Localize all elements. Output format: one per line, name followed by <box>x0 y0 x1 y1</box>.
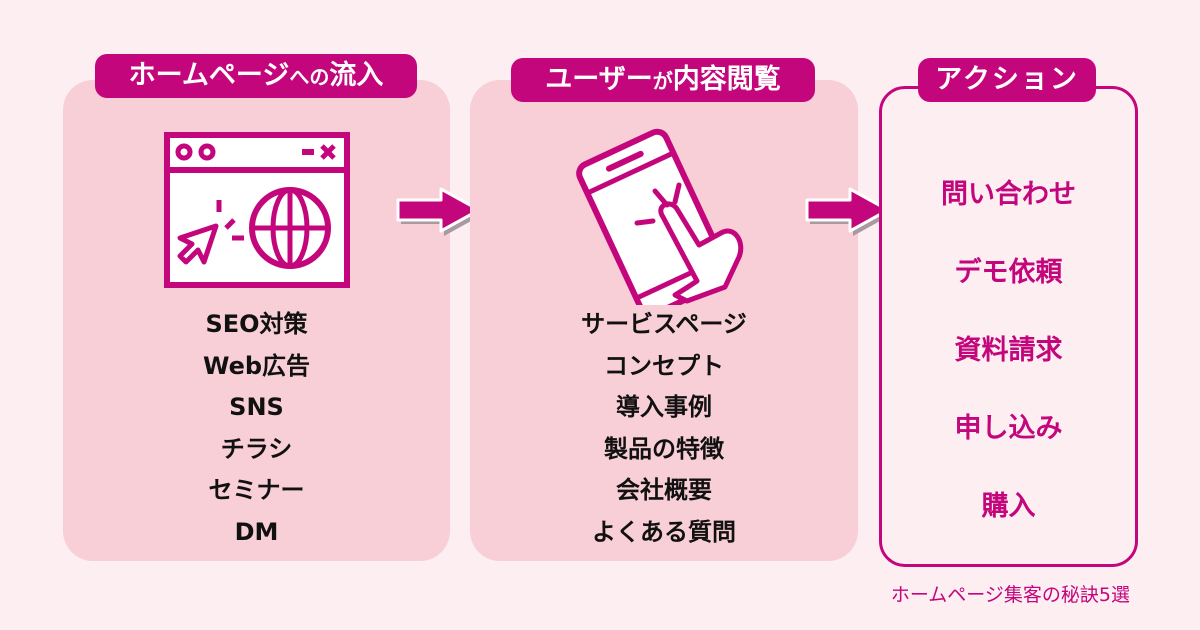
step-label-inflow: ホームページへの流入 <box>95 54 417 98</box>
list-item: 導入事例 <box>616 393 712 421</box>
browser-globe-icon <box>164 132 350 288</box>
list-item: 製品の特徴 <box>604 434 724 463</box>
step-label-action: アクション <box>918 58 1096 102</box>
smartphone-tap-icon <box>576 128 744 305</box>
list-item: 資料請求 <box>954 335 1063 366</box>
list-item: サービスページ <box>581 310 747 338</box>
list-item: SNS <box>229 393 284 421</box>
list-item: チラシ <box>220 434 293 463</box>
list-item: セミナー <box>208 476 305 504</box>
arrow-right-icon <box>805 187 891 236</box>
step-label-browse: ユーザーが内容閲覧 <box>511 58 815 102</box>
inflow-channel-list: SEO対策 Web広告 SNS チラシ セミナー DM <box>63 304 450 553</box>
list-item: よくある質問 <box>592 517 736 546</box>
list-item: 会社概要 <box>616 476 712 504</box>
step-panel-action <box>879 86 1138 567</box>
list-item: 問い合わせ <box>941 179 1076 210</box>
list-item: DM <box>234 517 279 546</box>
action-list: 問い合わせ デモ依頼 資料請求 申し込み 購入 <box>879 156 1138 546</box>
list-item: コンセプト <box>604 351 724 380</box>
list-item: デモ依頼 <box>954 257 1063 288</box>
content-page-list: サービスページ コンセプト 導入事例 製品の特徴 会社概要 よくある質問 <box>470 304 858 553</box>
list-item: Web広告 <box>202 351 311 380</box>
footer-caption: ホームページ集客の秘訣5選 <box>890 584 1130 606</box>
list-item: 申し込み <box>954 413 1063 444</box>
list-item: 購入 <box>981 491 1036 522</box>
arrow-right-icon <box>396 187 482 236</box>
list-item: SEO対策 <box>205 310 308 338</box>
